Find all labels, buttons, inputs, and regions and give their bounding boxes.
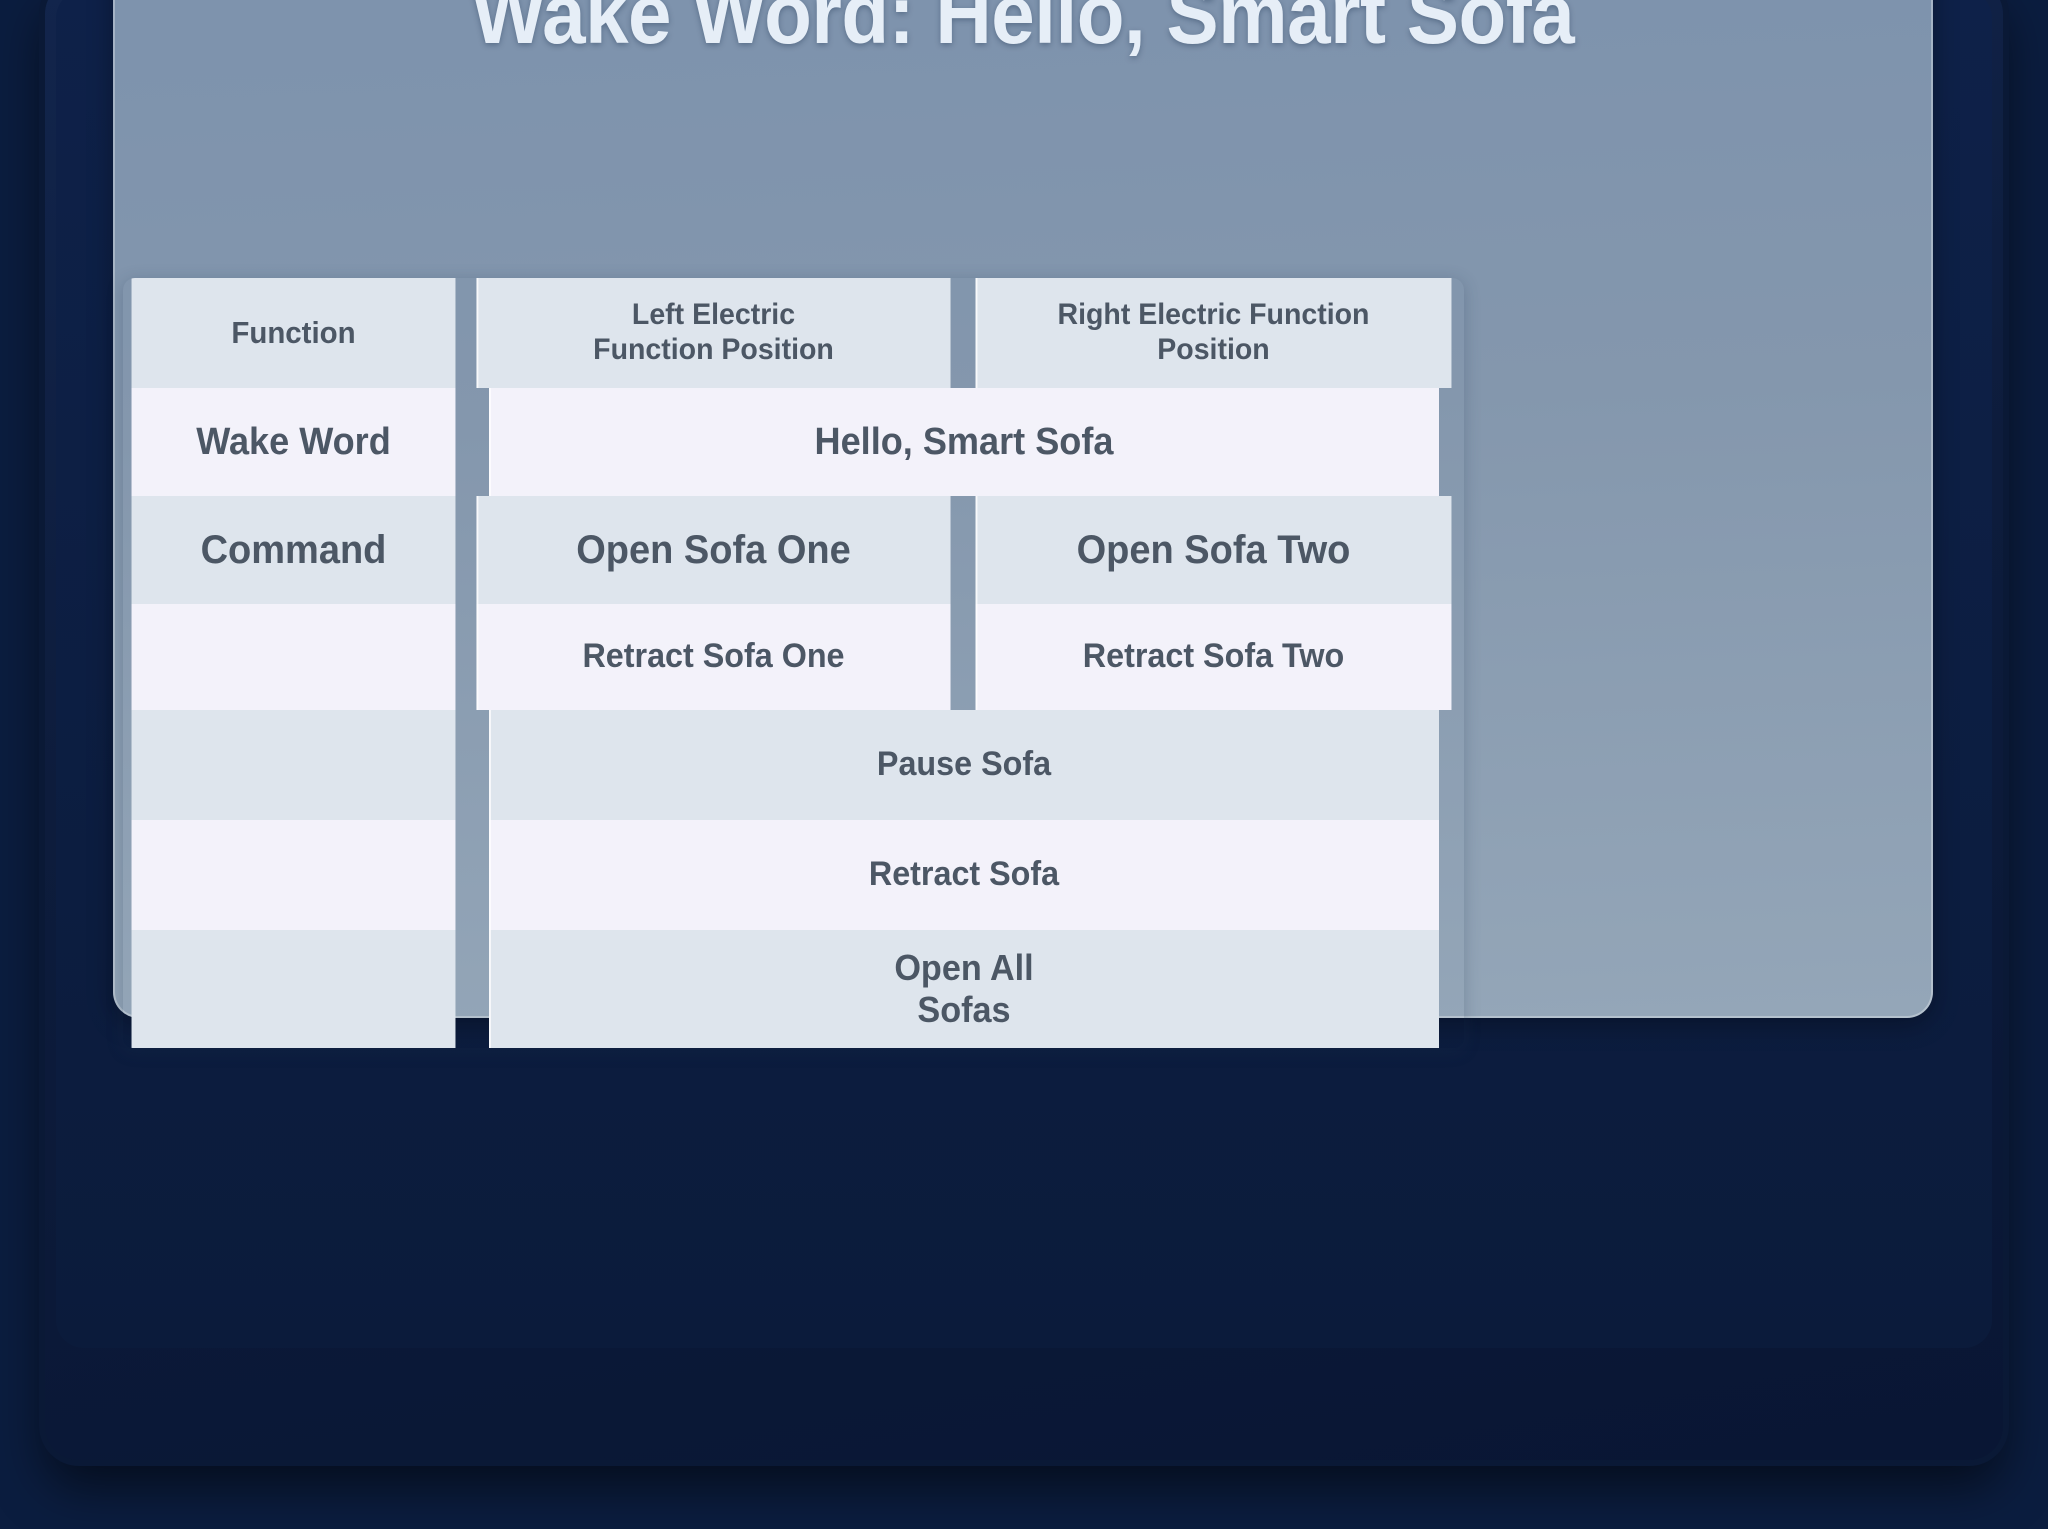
row-label-blank-4: [131, 930, 456, 1048]
table-row: Retract Sofa: [123, 820, 1464, 930]
row-label-blank-3: [131, 820, 456, 930]
table-row: Retract Sofa One Retract Sofa Two: [123, 604, 1464, 710]
table-row: Pause Sofa: [123, 710, 1464, 820]
row-label-command: Command: [131, 496, 456, 604]
voice-command-table: Function Left Electric Function Position…: [123, 278, 1464, 1048]
column-header-function: Function: [131, 278, 456, 388]
row-label-blank-2: [131, 710, 456, 820]
table-row: Open All Sofas: [123, 930, 1464, 1048]
column-header-left-electric: Left Electric Function Position: [476, 278, 951, 388]
cell-retract-sofa: Retract Sofa: [489, 820, 1439, 930]
table-row: Wake Word Hello, Smart Sofa: [123, 388, 1464, 496]
row-label-wake-word: Wake Word: [131, 388, 456, 496]
cell-retract-sofa-two: Retract Sofa Two: [975, 604, 1452, 710]
cell-open-sofa-two: Open Sofa Two: [975, 496, 1452, 604]
table-header-row: Function Left Electric Function Position…: [123, 278, 1464, 388]
cell-open-all-sofas: Open All Sofas: [489, 930, 1439, 1048]
cell-pause-sofa: Pause Sofa: [489, 710, 1439, 820]
page-title: Wake Word: Hello, Smart Sofa: [471, 0, 1575, 61]
row-label-blank-1: [131, 604, 456, 710]
column-header-right-electric: Right Electric Function Position: [975, 278, 1452, 388]
table-row: Command Open Sofa One Open Sofa Two: [123, 496, 1464, 604]
cell-open-sofa-one: Open Sofa One: [476, 496, 951, 604]
cell-wake-word-value: Hello, Smart Sofa: [489, 388, 1439, 496]
cell-retract-sofa-one: Retract Sofa One: [476, 604, 951, 710]
